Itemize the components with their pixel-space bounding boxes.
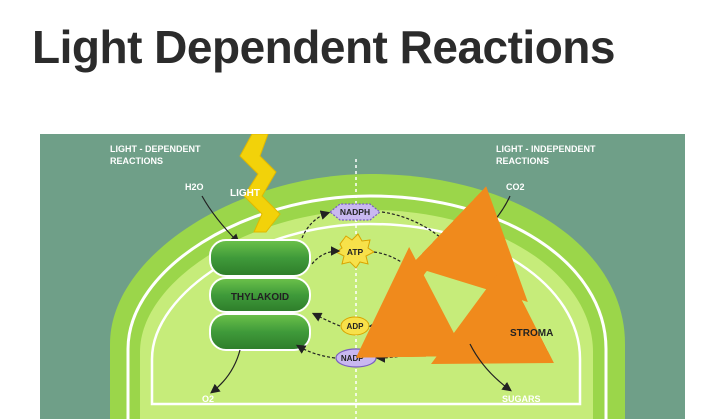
cycle-arc-left bbox=[355, 247, 466, 358]
chloroplast-svg: LIGHT - DEPENDENT REACTIONS LIGHT - INDE… bbox=[40, 134, 685, 419]
nadp-superscript: + bbox=[364, 354, 368, 360]
adp-badge: ADP bbox=[340, 316, 370, 336]
left-header-line1: LIGHT - DEPENDENT bbox=[110, 144, 201, 154]
o2-arrow bbox=[210, 349, 241, 394]
thylakoid-disc-top bbox=[209, 239, 311, 277]
sugars-label: SUGARS bbox=[502, 394, 541, 404]
inner-membrane bbox=[150, 222, 582, 406]
light-label: LIGHT bbox=[230, 188, 260, 199]
flow-thylakoid-to-nadph bbox=[301, 210, 331, 239]
h2o-arrow bbox=[201, 195, 240, 244]
co2-label: CO2 bbox=[506, 182, 525, 192]
left-header-line2: REACTIONS bbox=[110, 156, 163, 166]
nadph-badge: NADPH bbox=[329, 203, 381, 221]
adp-label: ADP bbox=[347, 322, 365, 331]
thylakoid-disc-middle bbox=[209, 277, 311, 313]
o2-label: O2 bbox=[202, 394, 214, 404]
svg-text:NADP+: NADP+ bbox=[341, 354, 368, 363]
nadp-badge: NADP+ bbox=[335, 348, 377, 368]
flow-adp-to-thylakoid bbox=[311, 312, 341, 327]
sugars-arrow bbox=[469, 343, 512, 392]
atp-label: ATP bbox=[347, 247, 364, 257]
nadph-label: NADPH bbox=[340, 207, 370, 217]
chloroplast-membrane bbox=[126, 194, 608, 419]
calvin-cycle bbox=[355, 186, 555, 365]
nadp-label: NADP bbox=[341, 354, 364, 363]
flow-nadp-to-thylakoid bbox=[295, 344, 336, 359]
right-header-line2: REACTIONS bbox=[496, 156, 549, 166]
h2o-label: H2O bbox=[185, 182, 204, 192]
stroma-label: STROMA bbox=[510, 328, 553, 339]
thylakoid-label: THYLAKOID bbox=[231, 292, 289, 303]
chloroplast-diagram: LIGHT - DEPENDENT REACTIONS LIGHT - INDE… bbox=[40, 134, 685, 419]
page-title: Light Dependent Reactions bbox=[32, 21, 615, 73]
thylakoid-disc-bottom bbox=[209, 313, 311, 351]
cycle-arc-right bbox=[431, 264, 555, 365]
light-bolt-icon bbox=[239, 134, 281, 233]
flow-thylakoid-to-atp bbox=[311, 246, 341, 265]
flow-nadph-to-cycle bbox=[381, 211, 450, 246]
thylakoid-stack bbox=[209, 239, 311, 351]
right-header-line1: LIGHT - INDEPENDENT bbox=[496, 144, 596, 154]
